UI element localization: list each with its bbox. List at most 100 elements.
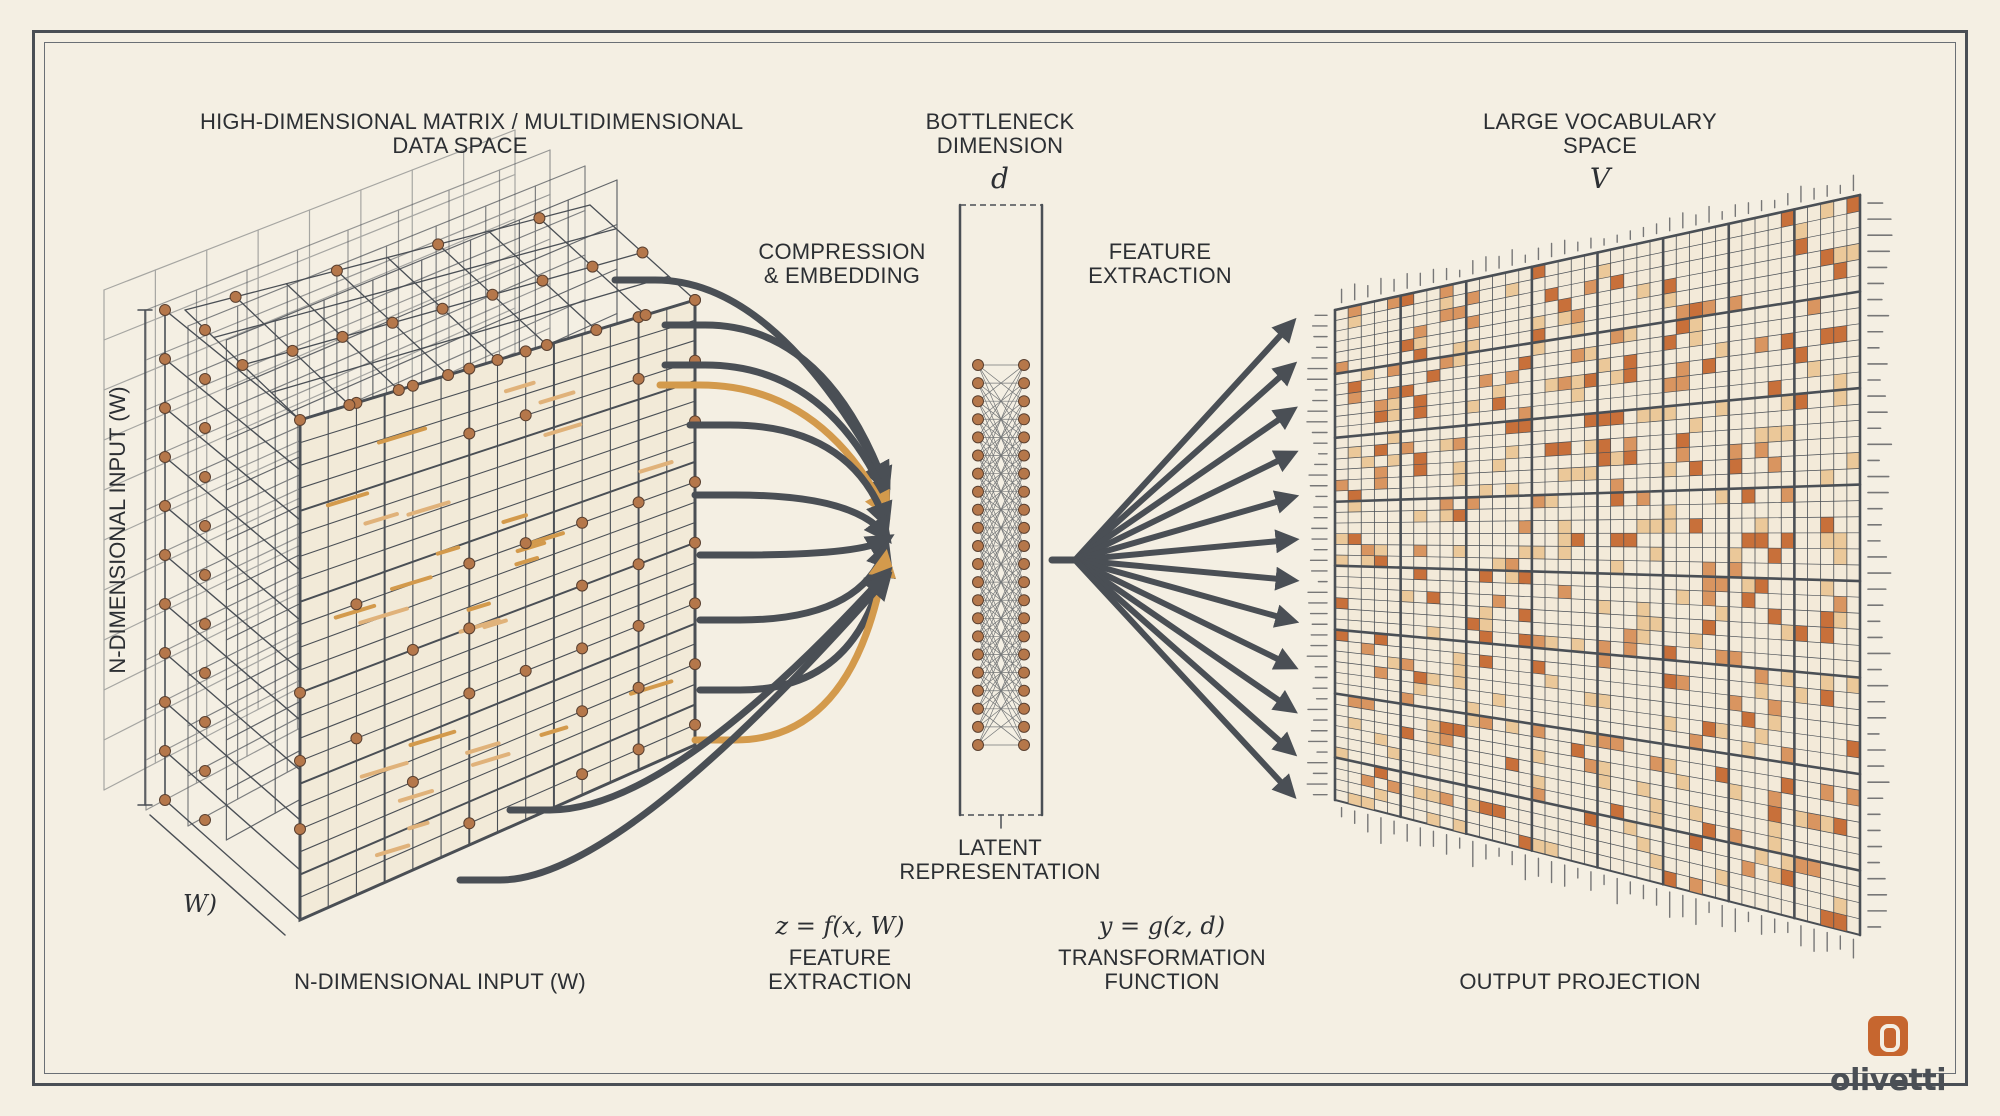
data-streak bbox=[389, 575, 433, 591]
output-projection-label: OUTPUT PROJECTION bbox=[1459, 969, 1701, 994]
vocab-cell bbox=[1833, 373, 1847, 391]
vocab-cell bbox=[1820, 248, 1834, 267]
vocab-row-line bbox=[1334, 323, 1861, 396]
vocab-cell bbox=[1531, 264, 1545, 280]
vocab-cell bbox=[1413, 671, 1427, 685]
cube-nodes bbox=[159, 212, 701, 836]
vocab-cell bbox=[1755, 668, 1769, 685]
vocab-cell bbox=[1610, 451, 1624, 466]
vocab-cell bbox=[1623, 642, 1637, 658]
vocab-row-line bbox=[1334, 799, 1861, 936]
node bbox=[199, 373, 211, 385]
vocab-cell bbox=[1636, 629, 1650, 645]
vocab-cell bbox=[1597, 773, 1611, 790]
vocab-cell bbox=[1558, 585, 1572, 599]
data-streak bbox=[470, 752, 511, 767]
vocab-cell bbox=[1361, 642, 1375, 656]
latent-node bbox=[972, 702, 984, 715]
vocab-row-line bbox=[1334, 586, 1861, 614]
vocab-row-line bbox=[1334, 516, 1861, 524]
vocab-cell bbox=[1715, 488, 1729, 504]
vocab-cell bbox=[1558, 520, 1572, 534]
vocab-row-line bbox=[1334, 403, 1861, 449]
vocab-title-line1: LARGE VOCABULARY bbox=[1483, 109, 1717, 134]
vocab-row-line bbox=[1334, 639, 1861, 695]
node bbox=[336, 330, 349, 343]
vocab-cell bbox=[1663, 377, 1677, 393]
vocab-cell bbox=[1663, 715, 1677, 732]
vocab-cell bbox=[1492, 384, 1506, 399]
latent-node bbox=[972, 739, 984, 751]
latent-node bbox=[1018, 449, 1030, 462]
data-streak bbox=[376, 426, 428, 445]
vocab-cell bbox=[1413, 452, 1427, 465]
vocab-cell bbox=[1820, 579, 1834, 597]
vocab-cell bbox=[1663, 504, 1677, 520]
vocab-cell bbox=[1741, 488, 1755, 504]
latent-node bbox=[972, 413, 984, 426]
output-arrow bbox=[1072, 557, 1298, 714]
node bbox=[294, 823, 306, 836]
vocab-cell bbox=[1610, 492, 1624, 507]
vocab-cell bbox=[1597, 452, 1611, 467]
vocab-cell bbox=[1584, 279, 1598, 296]
vocab-cell bbox=[1833, 596, 1847, 613]
vocab-cell bbox=[1545, 636, 1559, 650]
vocab-row-line bbox=[1333, 692, 1862, 776]
latent-node bbox=[972, 648, 984, 661]
vocab-cell bbox=[1531, 774, 1545, 790]
olivetti-logo: olivetti bbox=[1808, 1016, 1968, 1098]
vocab-cell bbox=[1374, 544, 1388, 556]
vocab-row-line bbox=[1334, 575, 1861, 598]
vocab-cell bbox=[1531, 787, 1545, 803]
vocab-cell bbox=[1374, 788, 1388, 803]
latent-node bbox=[1018, 576, 1030, 589]
vocab-cell bbox=[1676, 447, 1690, 463]
vocab-row-line bbox=[1334, 275, 1861, 364]
latent-node bbox=[1018, 467, 1030, 480]
node bbox=[199, 569, 211, 581]
node bbox=[442, 369, 455, 381]
node bbox=[632, 743, 645, 756]
latent-line1: LATENT bbox=[958, 835, 1042, 860]
vocab-cell bbox=[1518, 419, 1532, 433]
vocab-cell bbox=[1387, 397, 1401, 411]
vocab-cell bbox=[1728, 295, 1742, 313]
vocab-cell bbox=[1387, 408, 1401, 422]
vocab-cell bbox=[1505, 420, 1519, 435]
vocab-cell bbox=[1374, 444, 1388, 457]
latent-node bbox=[1018, 359, 1030, 371]
vocab-cell bbox=[1715, 606, 1729, 622]
vocab-cell bbox=[1715, 400, 1729, 417]
vocab-cell bbox=[1702, 358, 1716, 375]
vocab-cell bbox=[1820, 674, 1834, 691]
latent-node bbox=[972, 630, 984, 643]
vocab-cell bbox=[1584, 692, 1598, 708]
vocab-cell bbox=[1610, 478, 1624, 493]
vocab-cell bbox=[1584, 346, 1598, 362]
vocab-cell bbox=[1453, 652, 1467, 666]
vocab-cell bbox=[1584, 439, 1598, 454]
vocab-row-line bbox=[1334, 543, 1861, 550]
vocab-cell bbox=[1728, 562, 1742, 578]
latent-node bbox=[1018, 540, 1030, 552]
latent-node bbox=[972, 720, 984, 733]
latent-node bbox=[972, 612, 984, 625]
vocab-cell bbox=[1387, 746, 1401, 761]
vocab-cell bbox=[1466, 617, 1480, 631]
vocab-cell bbox=[1636, 491, 1650, 506]
vocab-cell bbox=[1781, 777, 1795, 795]
node bbox=[519, 537, 532, 550]
latent-node bbox=[1018, 720, 1030, 733]
vocab-cell bbox=[1374, 555, 1388, 568]
data-streak bbox=[333, 603, 377, 620]
vocab-cell bbox=[1479, 569, 1493, 583]
vocab-cell bbox=[1833, 817, 1847, 836]
vocab-cell bbox=[1413, 463, 1427, 477]
vocab-cell bbox=[1741, 577, 1755, 593]
node bbox=[159, 647, 171, 659]
vocab-cell bbox=[1558, 376, 1572, 391]
latent-node bbox=[1018, 630, 1030, 643]
vocab-cell bbox=[1610, 735, 1624, 752]
data-streak bbox=[374, 843, 411, 858]
